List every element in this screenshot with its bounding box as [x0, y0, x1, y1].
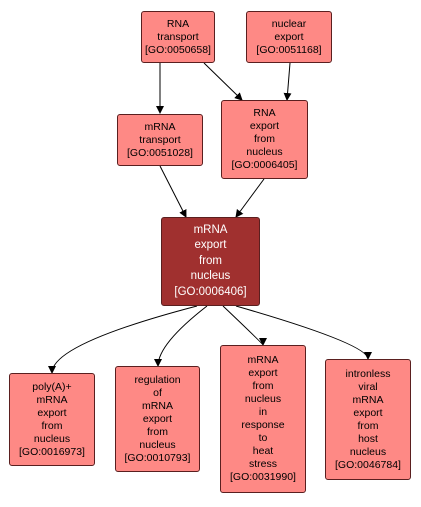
node-label-line: [GO:0031990] [230, 471, 296, 483]
node-label-line: export [142, 412, 173, 425]
node-label-line: [GO:0046784] [335, 458, 401, 471]
node-label-line: viral [358, 380, 378, 393]
edge-mrna_export-to-heat_stress_export [222, 305, 267, 346]
node-label-line: [GO:0051028] [127, 146, 193, 159]
node-label: mRNA export from nucleus [GO:0006406] [174, 223, 246, 301]
node-label-line: mRNA [142, 399, 173, 412]
node-label-line: nucleus [349, 445, 387, 458]
edge-mrna_transport-to-mrna_export [159, 165, 187, 218]
edge-mrna_export-to-polya_export [48, 305, 198, 374]
node-label-line: nucleus [139, 438, 176, 451]
node-label-line: nucleus [246, 146, 283, 158]
node-label-line: regulation [134, 373, 181, 386]
node-label-line: host [358, 432, 378, 445]
node-label-line: from [199, 254, 222, 267]
node-label-line: mRNA [36, 393, 68, 406]
edge-rna_export-to-mrna_export [235, 178, 265, 218]
node-label-line: export [353, 406, 383, 419]
node-label-line: from [41, 419, 63, 432]
node-label-line: heat [252, 445, 274, 457]
node-label-line: response [241, 419, 285, 431]
node-label-line: of [153, 386, 162, 399]
node-label-line: export [249, 120, 280, 132]
edge-rna_transport-to-rna_export [203, 62, 243, 101]
node-label-line: [GO:0006405] [231, 159, 298, 171]
node-label-line: in [258, 406, 268, 418]
node-label-line: intronless [345, 367, 391, 380]
node-label-line: [GO:0010793] [124, 451, 191, 464]
node-label-line: mRNA [247, 354, 279, 366]
node-label-line: nucleus [244, 393, 282, 405]
node-label-line: export [194, 239, 227, 252]
node-label-line: from [147, 425, 168, 438]
node-label-line: poly(A)+ [32, 380, 72, 393]
node-label-line: from [254, 133, 275, 145]
edge-nuclear_export-to-rna_export [283, 62, 292, 101]
node-label-line: mRNA [352, 393, 384, 406]
node-label-line: [GO:0051168] [256, 43, 322, 56]
node-label-line: RNA [253, 107, 276, 119]
node-label-line: [GO:0006406] [174, 285, 247, 298]
node-label-line: [GO:0016973] [19, 445, 85, 458]
node-label-line: mRNA [144, 120, 176, 133]
node-mrna-export-from-nucleus[interactable]: mRNA export from nucleus [GO:0006406] [161, 217, 260, 306]
node-label-line: export [248, 367, 278, 379]
node-label-line: RNA [166, 17, 190, 30]
edge-mrna_export-to-intronless_viral [235, 305, 372, 360]
node-label-line: [GO:0050658] [145, 43, 211, 56]
node-label-line: transport [157, 30, 199, 43]
node-label-line: nuclear [271, 17, 307, 30]
node-label-line: transport [139, 133, 181, 146]
node-label-line: mRNA [193, 223, 228, 236]
node-label-line: stress [248, 458, 277, 470]
node-label-line: nucleus [190, 270, 231, 283]
node-label-line: nucleus [33, 432, 71, 445]
node-label-line: from [357, 419, 379, 432]
node-label-line: export [37, 406, 67, 419]
node-label-line: export [274, 30, 304, 43]
node-label-line: from [252, 380, 274, 392]
edge-mrna_export-to-regulation_export [154, 305, 208, 367]
node-label-line: to [258, 432, 268, 444]
